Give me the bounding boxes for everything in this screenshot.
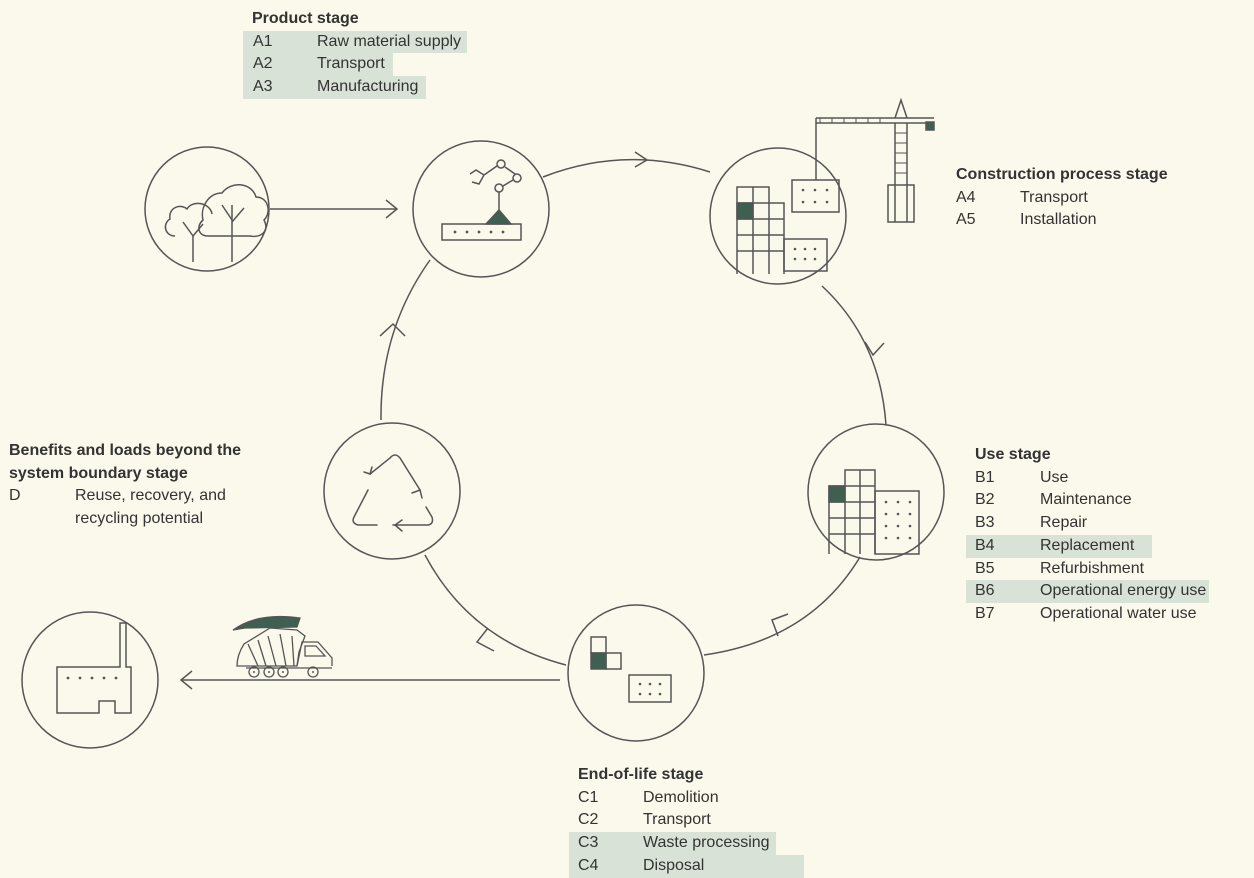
stage-item: B7 Operational water use [966, 603, 1209, 626]
dump-truck-icon [232, 615, 333, 678]
recycle-icon [352, 454, 434, 532]
stage-label: Reuse, recovery, and [75, 487, 226, 505]
cycle-arrowhead [771, 613, 789, 637]
stage-title: Product stage [252, 10, 359, 27]
cycle-arc-eol-to-recycle [424, 554, 567, 666]
stage-item: B3 Repair [966, 512, 1209, 535]
stage-code: A1 [253, 32, 273, 50]
stage-code: B5 [975, 559, 995, 577]
cycle-arrowhead [379, 322, 406, 337]
cycle-arc-use-to-eol [703, 556, 861, 656]
cycle-arrowhead [864, 341, 885, 357]
stage-label: Manufacturing [317, 78, 419, 96]
cycle-arc-product-to-construction [542, 158, 711, 178]
factory-icon [56, 622, 132, 714]
beyond-boundary-stage-legend: Benefits and loads beyond the system bou… [9, 440, 241, 531]
stage-code: C3 [578, 834, 599, 852]
stage-item: D Reuse, recovery, and [9, 485, 241, 508]
stage-item: B6 Operational energy use [966, 580, 1210, 603]
stage-label: Refurbishment [1040, 559, 1145, 577]
stage-code: C1 [578, 788, 599, 806]
stage-label: Raw material supply [317, 32, 462, 50]
use-stage-legend: Use stage B1 Use B2 Maintenance B3 Repair B… [966, 444, 1210, 626]
cycle-arc-construction-to-use [821, 285, 887, 426]
stage-code: B6 [975, 582, 995, 600]
stage-title-line-1: Benefits and loads beyond the [9, 442, 242, 459]
stage-title-line-2: system boundary stage [9, 464, 188, 482]
circle-construction [709, 147, 847, 285]
stage-label: Demolition [643, 788, 719, 806]
stage-title: Use stage [975, 446, 1051, 463]
stage-label: Transport [1020, 188, 1088, 206]
stage-label: Operational water use [1040, 604, 1197, 622]
circle-factory [21, 611, 159, 749]
stage-item: A1 Raw material supply [243, 30, 468, 54]
stage-label: Replacement [1040, 536, 1135, 554]
robot-arm-conveyor-icon [441, 159, 522, 241]
stage-label: Transport [643, 811, 711, 829]
stage-code: B3 [975, 514, 995, 532]
cycle-arrowhead [634, 151, 649, 168]
stage-label: Transport [317, 55, 385, 73]
arrowhead [179, 670, 193, 690]
stage-label: recycling potential [75, 510, 204, 528]
circle-product [412, 140, 550, 278]
buildings-crane-icon [736, 97, 935, 274]
stage-label: Operational energy use [1040, 582, 1207, 600]
stage-item: C2 Transport [569, 809, 804, 832]
construction-stage-legend: Construction process stage A4 Transport A… [956, 164, 1168, 232]
circle-recycle [323, 422, 461, 560]
blocks-icon [590, 636, 672, 703]
stage-item-continued: recycling potential [9, 508, 241, 531]
stage-code: A3 [253, 78, 273, 96]
stage-code: B1 [975, 468, 995, 486]
stage-item: C3 Waste processing [569, 832, 804, 855]
circle-end-of-life [567, 604, 705, 742]
stage-item: C4 Disposal [569, 854, 805, 878]
buildings-icon [828, 469, 920, 555]
stage-code: C2 [578, 811, 599, 829]
product-stage-legend: Product stage A1 Raw material supply A2 Tr… [243, 8, 468, 99]
stage-code: B2 [975, 491, 995, 509]
stage-title: End-of-life stage [578, 766, 704, 783]
stage-item: B2 Maintenance [966, 489, 1209, 512]
stage-item: B5 Refurbishment [966, 558, 1209, 581]
stage-code: D [9, 487, 21, 505]
stage-label: Use [1040, 468, 1069, 486]
stage-item: B1 Use [966, 467, 1209, 490]
stage-code: A5 [956, 211, 976, 229]
stage-item: A3 Manufacturing [243, 76, 467, 99]
stage-code: B4 [975, 536, 995, 554]
stage-item: A4 Transport [956, 187, 1168, 210]
stage-title: Construction process stage [956, 166, 1168, 183]
stage-code: A2 [253, 55, 273, 73]
stage-item: A2 Transport [243, 53, 467, 77]
end-of-life-stage-legend: End-of-life stage C1 Demolition C2 Transpo… [569, 764, 805, 878]
stage-code: B7 [975, 604, 995, 622]
cycle-arc-recycle-to-product [380, 259, 431, 421]
stage-label: Installation [1020, 211, 1097, 229]
stage-item: C1 Demolition [569, 787, 804, 810]
arrowhead [385, 199, 399, 219]
circle-use [807, 423, 945, 561]
trees-icon [164, 184, 269, 262]
cycle-arrowhead [475, 627, 495, 652]
stage-code: A4 [956, 188, 976, 206]
stage-label: Waste processing [643, 834, 770, 852]
stage-item: A5 Installation [956, 209, 1168, 232]
stage-item: B4 Replacement [966, 534, 1209, 558]
stage-label: Repair [1040, 514, 1088, 532]
circle-trees [144, 146, 270, 272]
stage-label: Disposal [643, 856, 705, 874]
stage-code: C4 [578, 856, 599, 874]
stage-label: Maintenance [1040, 491, 1132, 509]
